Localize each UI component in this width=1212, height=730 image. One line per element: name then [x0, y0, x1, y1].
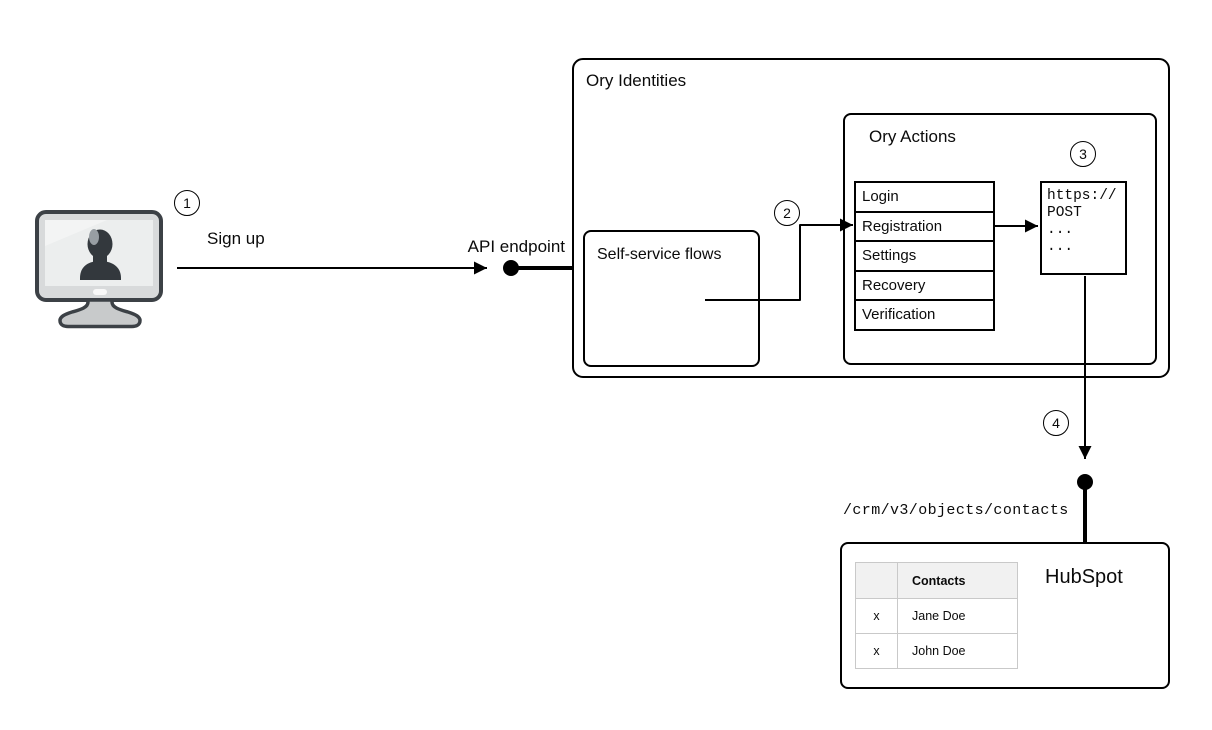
table-row: Login: [854, 181, 995, 213]
table-row: Registration: [854, 210, 995, 242]
hubspot-endpoint-dot: [1077, 474, 1093, 490]
webhook-line: ...: [1047, 222, 1074, 238]
hubspot-box: [840, 542, 1170, 689]
step-badge-3: 3: [1070, 141, 1096, 167]
contact-name-cell: John Doe: [897, 633, 1018, 669]
self-service-flows-title: Self-service flows: [597, 246, 722, 263]
webhook-line: ...: [1047, 239, 1074, 255]
table-header-row: Contacts: [855, 562, 1018, 599]
api-endpoint-label: API endpoint: [467, 237, 565, 256]
table-row: Verification: [854, 299, 995, 331]
step-badge-4: 4: [1043, 410, 1069, 436]
flow-verification: Verification: [854, 299, 995, 331]
contacts-header-label: Contacts: [897, 562, 1018, 599]
step-badge-1: 1: [174, 190, 200, 216]
ory-identities-title: Ory Identities: [586, 71, 687, 90]
flow-login: Login: [854, 181, 995, 213]
user-computer-icon: [35, 210, 163, 329]
sign-up-label: Sign up: [207, 229, 265, 248]
table-row: Recovery: [854, 269, 995, 301]
contact-checkbox-cell: x: [855, 633, 898, 669]
table-row: Settings: [854, 240, 995, 272]
api-endpoint-dot: [503, 260, 519, 276]
webhook-line: https://: [1047, 188, 1117, 204]
flow-list-table: Login Registration Settings Recovery Ver…: [854, 181, 995, 331]
contact-checkbox-cell: x: [855, 598, 898, 634]
step-badge-2: 2: [774, 200, 800, 226]
flow-registration: Registration: [854, 210, 995, 242]
hubspot-title: HubSpot: [1045, 566, 1123, 588]
flow-settings: Settings: [854, 240, 995, 272]
contacts-table: Contacts x Jane Doe x John Doe: [855, 562, 1018, 669]
self-service-flows-box: Self-service flows: [583, 230, 760, 367]
flow-recovery: Recovery: [854, 269, 995, 301]
contact-name-cell: Jane Doe: [897, 598, 1018, 634]
webhook-line: POST: [1047, 205, 1082, 221]
table-row: x John Doe: [855, 633, 1018, 669]
ory-actions-title: Ory Actions: [869, 127, 956, 146]
crm-path-label: /crm/v3/objects/contacts: [843, 502, 1069, 519]
table-row: x Jane Doe: [855, 598, 1018, 634]
ory-identities-box: Ory Identities: [572, 58, 1170, 378]
contacts-header-empty: [855, 562, 898, 599]
webhook-request-box: https:// POST ... ...: [1040, 181, 1127, 275]
